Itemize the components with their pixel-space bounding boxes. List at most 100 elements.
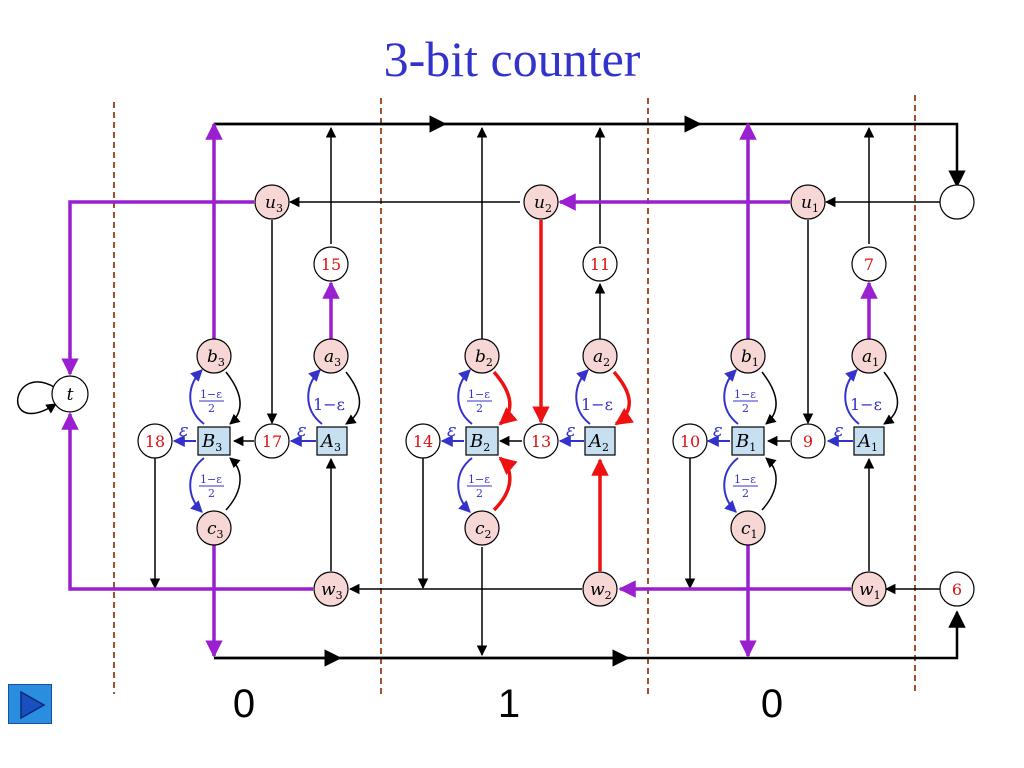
node-u3: u3 [254,184,290,220]
svg-text:2: 2 [742,402,749,415]
bit-label-2: 1 [497,682,521,726]
frac-label: 1−ε 2 [199,388,224,415]
one-minus-eps-label: 1−ε [850,395,882,414]
node-15: 15 [313,246,349,282]
eps-label: ε [179,420,189,441]
svg-text:B1: B1 [735,431,756,454]
frac-label: 1−ε 2 [467,388,492,415]
svg-text:A1: A1 [856,431,878,454]
svg-text:b2: b2 [475,347,493,369]
svg-text:1−ε: 1−ε [468,388,490,401]
node-13: 13 [523,423,559,459]
eps-label: ε [566,420,576,441]
svg-text:b1: b1 [741,347,759,369]
node-c2: c2 [464,510,500,546]
svg-text:w2: w2 [590,580,612,602]
node-w2: w2 [582,571,618,607]
svg-text:A3: A3 [319,431,341,454]
node-b3: b3 [196,338,232,374]
node-w3: w3 [313,571,349,607]
svg-text:2: 2 [208,487,215,500]
eps-label: ε [447,420,457,441]
svg-text:13: 13 [531,432,551,451]
eps-label: ε [713,420,723,441]
node-b1: b1 [730,338,766,374]
play-button[interactable] [8,684,52,724]
node-c1: c1 [730,510,766,546]
svg-text:B2: B2 [469,431,490,454]
node-17: 17 [254,423,290,459]
svg-text:1−ε: 1−ε [200,388,222,401]
svg-text:u1: u1 [801,193,819,215]
one-minus-eps-label: 1−ε [313,395,345,414]
node-u1: u1 [790,184,826,220]
node-A2: A2 [584,426,616,456]
eps-label: ε [297,420,307,441]
nodes: u3 u2 u1 15 11 7 b3 a3 b2 a2 b1 a1 t [51,184,975,607]
node-a3: a3 [313,338,349,374]
svg-text:w3: w3 [321,580,343,602]
node-b2: b2 [464,338,500,374]
svg-text:1−ε: 1−ε [200,473,222,486]
black-edges [16,115,966,667]
svg-text:15: 15 [321,255,341,274]
svg-text:u3: u3 [265,193,283,215]
svg-text:2: 2 [476,402,483,415]
node-start [939,184,975,220]
svg-text:a3: a3 [324,347,341,369]
frac-label: 1−ε 2 [467,473,492,500]
top-rail [214,122,966,188]
node-B3: B3 [197,426,231,456]
node-a1: a1 [851,338,887,374]
node-A1: A1 [853,426,885,456]
node-14: 14 [405,423,441,459]
svg-text:1−ε: 1−ε [734,473,756,486]
svg-text:6: 6 [952,580,962,599]
node-t: t [51,375,89,413]
svg-text:7: 7 [864,255,874,274]
svg-text:2: 2 [476,487,483,500]
svg-text:18: 18 [145,432,165,451]
node-A3: A3 [316,426,348,456]
node-7: 7 [851,246,887,282]
play-icon [20,690,46,720]
node-6: 6 [939,571,975,607]
bit-label-3: 0 [232,682,256,726]
frac-label: 1−ε 2 [199,473,224,500]
svg-text:14: 14 [413,432,433,451]
svg-text:a1: a1 [862,347,879,369]
bottom-rail [214,610,966,660]
svg-text:c3: c3 [207,519,224,541]
node-w1: w1 [851,571,887,607]
node-u2: u2 [523,184,559,220]
svg-text:10: 10 [680,432,700,451]
node-c3: c3 [196,510,232,546]
svg-text:9: 9 [803,432,813,451]
svg-text:b3: b3 [207,347,225,369]
svg-text:B3: B3 [201,431,222,454]
blue-edges [172,369,860,513]
eps-label: ε [834,420,844,441]
node-a2: a2 [582,338,618,374]
frac-label: 1−ε 2 [733,473,758,500]
node-9: 9 [790,423,826,459]
svg-text:A2: A2 [587,431,609,454]
dividers [113,95,916,694]
svg-text:w1: w1 [859,580,881,602]
node-10: 10 [672,423,708,459]
node-B1: B1 [731,426,765,456]
node-B2: B2 [465,426,499,456]
svg-text:17: 17 [262,432,282,451]
purple-edges [61,122,878,658]
page-title: 3-bit counter [383,31,641,87]
svg-text:2: 2 [742,487,749,500]
svg-text:11: 11 [590,255,610,274]
svg-text:c2: c2 [475,519,492,541]
svg-text:u2: u2 [534,193,552,215]
svg-text:t: t [67,385,74,405]
red-edges [492,220,634,571]
node-18: 18 [137,423,173,459]
edge-labels: ε ε ε ε ε ε 1−ε 1−ε 1−ε 1−ε 2 1−ε 2 1−ε … [179,388,882,500]
svg-text:2: 2 [208,402,215,415]
